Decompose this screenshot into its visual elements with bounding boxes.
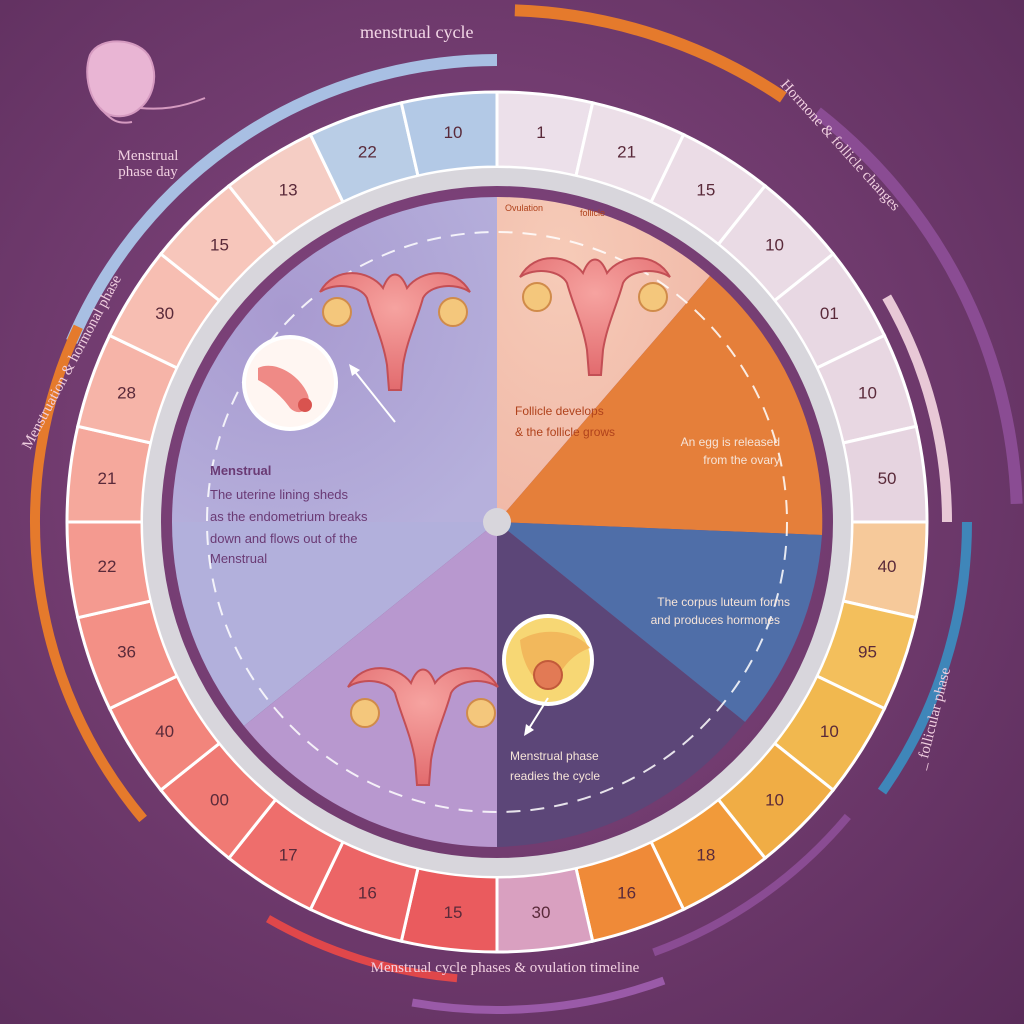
outer-arc-orange-top [514,4,787,103]
menstrual-line-1: The uterine lining sheds [210,487,349,502]
day-ring-number: 16 [617,883,636,902]
luteal-upper-phase-text: The corpus luteum forms and produces hor… [651,595,790,627]
day-ring-number: 00 [210,791,229,810]
day-ring-number: 30 [531,903,550,922]
right-arc-label: Hormone & follicle changes [777,77,903,214]
ovulation-phase-text: An egg is released from the ovary [681,435,780,467]
phase-wedges [172,196,823,847]
menstrual-wedge [172,197,497,522]
top-banner-line-1: Ovulation [505,203,543,213]
day-ring-number: 22 [98,557,117,576]
outer-arc-purple-right [813,107,1023,505]
day-ring-number: 01 [820,304,839,323]
top-left-caption-line-2: phase day [118,164,178,180]
luteal-lower-line-2: readies the cycle [510,769,600,783]
center-hub [483,508,511,536]
uterus-icon [519,257,671,376]
outer-arc-violet-bottom [411,976,666,1014]
follicular-phase-text: Follicle develops & the follicle grows [515,404,615,439]
day-ring-segment [399,90,499,178]
luteal-blue-wedge [497,522,822,722]
menstrual-line-3: down and flows out of the [210,531,357,546]
ovulation-wedge [497,276,823,535]
follicular-line-1: Follicle develops [515,404,604,418]
day-ring-number: 13 [279,181,298,200]
day-ring-number: 40 [878,557,897,576]
day-ring-number: 22 [358,143,377,162]
luteal-upper-line-2: and produces hormones [651,613,780,627]
day-ring-number: 1 [536,123,545,142]
outer-arc-blue [66,54,498,344]
diagram-title: menstrual cycle [360,22,473,42]
menstrual-line-4: Menstrual [210,551,267,566]
menstrual-lower-wedge [172,522,497,726]
day-ring-number: 10 [765,791,784,810]
dashed-guide-circle [206,231,788,813]
day-ring-number: 15 [444,903,463,922]
day-ring-number: 95 [858,643,877,662]
luteal-lower-line-1: Menstrual phase [510,749,599,763]
day-ring-number: 16 [358,883,377,902]
ovulation-line-2: from the ovary [703,453,780,467]
day-ring-number: 30 [155,304,174,323]
top-banner-text: Ovulation follicle [505,203,605,218]
top-left-caption-line-1: Menstrual [118,148,179,164]
day-ring-number: 36 [117,643,136,662]
day-ring-number: 15 [210,235,229,254]
uterus-icon [347,667,499,786]
bottom-label: Menstrual cycle phases & ovulation timel… [371,960,640,976]
fallopian-tube-closeup-icon [242,335,338,431]
outer-decorative-arcs [30,4,1023,1014]
top-banner-line-2: follicle [580,208,605,218]
day-ring-number: 28 [117,383,136,402]
follicle-closeup-icon [502,614,594,706]
day-ring-number: 21 [98,469,117,488]
uterus-icon [319,272,471,391]
day-ring-number: 50 [878,469,897,488]
day-ring-number: 10 [444,123,463,142]
follicular-line-2: & the follicle grows [515,425,615,439]
day-ring-number: 10 [820,722,839,741]
outer-arc-teal [877,521,972,795]
ovulation-line-1: An egg is released [681,435,780,449]
day-ring-number: 21 [617,143,636,162]
luteal-lower-phase-text: Menstrual phase readies the cycle [510,749,600,783]
pointer-arrowhead [349,364,360,376]
day-ring-number: 40 [155,722,174,741]
day-ring-number: 17 [279,845,298,864]
outer-arc-purple-lower [652,813,851,957]
day-ring-number: 10 [858,383,877,402]
outer-arc-orange-left [30,324,147,823]
pointer-arrowhead [524,724,534,736]
outer-arc-red-bottom [266,915,458,983]
menstrual-line-2: as the endometrium breaks [210,509,368,524]
day-ring-number: 18 [696,845,715,864]
day-ring-number: 10 [765,235,784,254]
menstrual-phase-title: Menstrual [210,463,271,478]
day-ring-number: 15 [696,181,715,200]
inner-gray-ring [143,168,851,876]
luteal-dark-wedge [497,522,745,847]
outer-arc-pink-right [882,294,952,523]
day-ring: 1 21 15 10 01 10 50 40 95 10 10 18 16 30 15 16 17 00 40 36 2… [65,90,929,954]
follicular-wedge [497,196,710,522]
anatomy-sketch-icon [86,40,206,124]
pointer-arrow [351,367,396,423]
menstrual-phase-text: Menstrual The uterine lining sheds as th… [210,463,368,566]
lower-purple-wedge [244,522,497,847]
pointer-arrow [527,697,549,731]
luteal-upper-line-1: The corpus luteum forms [657,595,790,609]
